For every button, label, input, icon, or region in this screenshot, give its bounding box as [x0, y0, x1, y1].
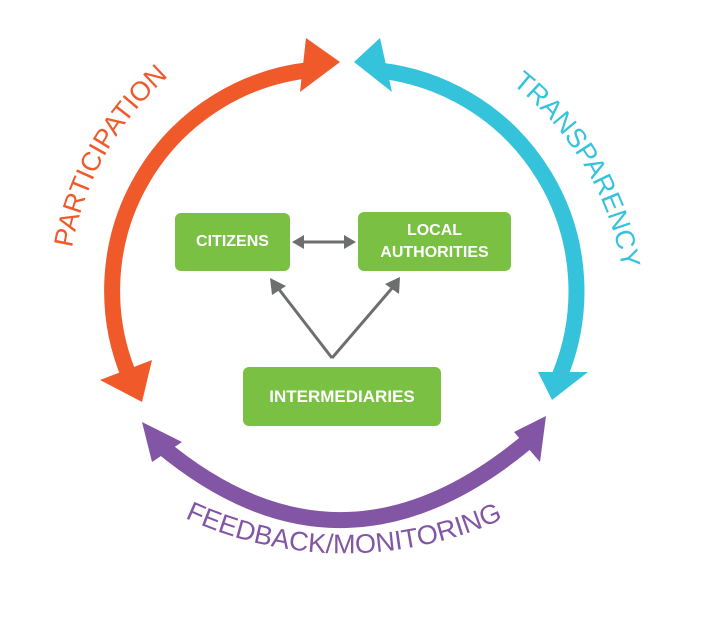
- citizens-box: CITIZENS: [175, 213, 290, 271]
- intermediaries-to-citizens-connector: [270, 278, 334, 359]
- transparency-arrow: [354, 38, 588, 400]
- local-authorities-label-line1: LOCAL: [406, 221, 463, 239]
- local-authorities-label-line2: AUTHORITIES: [380, 243, 489, 261]
- intermediaries-label: INTERMEDIARIES: [269, 386, 415, 406]
- participation-arrow: [100, 38, 340, 402]
- local-authorities-box: LOCAL AUTHORITIES: [358, 212, 511, 271]
- intermediaries-box: INTERMEDIARIES: [243, 367, 441, 426]
- intermediaries-to-authorities-connector: [330, 277, 400, 359]
- citizens-label: CITIZENS: [196, 233, 269, 250]
- feedback-arrow: [142, 416, 546, 528]
- citizens-authorities-connector: [292, 235, 356, 249]
